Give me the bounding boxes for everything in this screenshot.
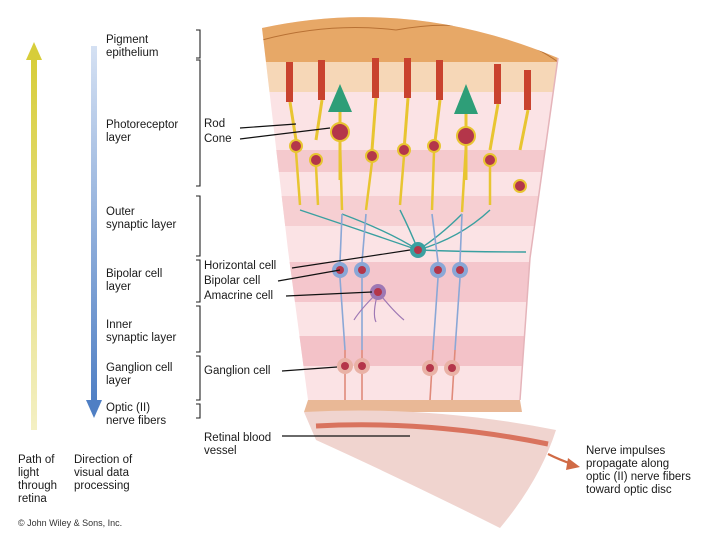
retinal-blood-vessel bbox=[304, 400, 556, 528]
label-inner-synaptic-layer: Inner synaptic layer bbox=[106, 319, 177, 344]
copyright-text: © John Wiley & Sons, Inc. bbox=[18, 518, 123, 528]
label-outer-synaptic-layer: Outer synaptic layer bbox=[106, 206, 177, 231]
label-bipolar-cell-layer: Bipolar cell layer bbox=[106, 268, 163, 293]
label-pigment-epithelium: Pigment epithelium bbox=[106, 34, 159, 59]
label-horizontal-cell: Horizontal cell bbox=[204, 260, 277, 272]
label-light-path: Path of light through retina bbox=[18, 454, 58, 505]
label-optic-nerve-fibers: Optic (II) nerve fibers bbox=[106, 402, 167, 427]
label-ganglion-cell: Ganglion cell bbox=[204, 365, 271, 377]
label-photoreceptor-layer: Photoreceptor layer bbox=[106, 119, 179, 144]
label-amacrine-cell: Amacrine cell bbox=[204, 290, 274, 302]
label-rod: Rod bbox=[204, 118, 226, 130]
retina-section bbox=[262, 17, 559, 401]
label-data-direction: Direction of visual data processing bbox=[74, 454, 133, 492]
nerve-impulse-arrow bbox=[547, 453, 580, 470]
layer-brackets bbox=[196, 29, 201, 419]
label-bipolar-cell: Bipolar cell bbox=[204, 275, 261, 287]
leader-lines bbox=[239, 123, 411, 437]
label-cone: Cone bbox=[204, 133, 232, 145]
label-ganglion-cell-layer: Ganglion cell layer bbox=[106, 362, 173, 387]
light-path-arrow bbox=[26, 42, 42, 430]
data-direction-arrow bbox=[86, 46, 102, 418]
label-nerve-impulses: Nerve impulses propagate along optic (II… bbox=[586, 445, 691, 496]
label-retinal-blood-vessel: Retinal blood vessel bbox=[204, 432, 272, 457]
